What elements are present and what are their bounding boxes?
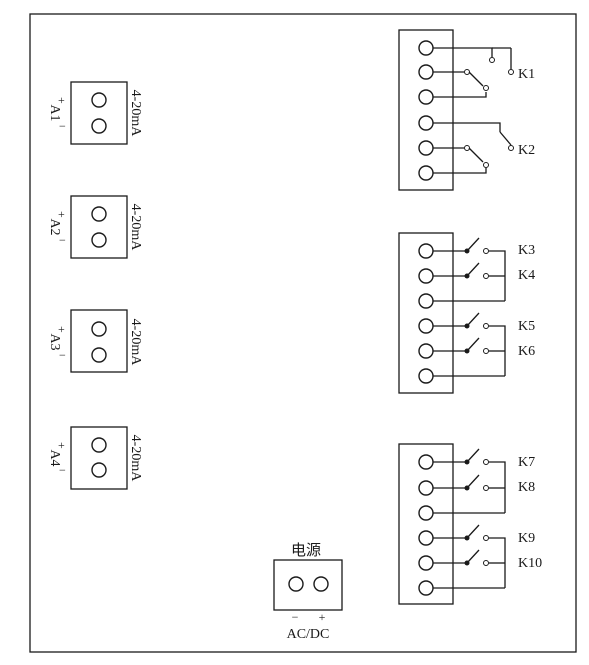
terminal-block <box>398 232 454 394</box>
relay-contact-k5 <box>433 312 506 376</box>
relay-contact-k10 <box>433 549 505 566</box>
relay-contact-k2 <box>433 122 514 174</box>
terminal-hole <box>418 89 434 105</box>
terminal-hole <box>418 505 434 521</box>
terminal-hole <box>91 232 107 248</box>
terminal-hole <box>418 293 434 309</box>
terminal-hole <box>418 530 434 546</box>
terminal-hole <box>418 140 434 156</box>
relay-contact-k4 <box>433 262 505 279</box>
range-label: 4-20mA <box>128 90 143 138</box>
analog-input-a1: + − A1 4-20mA <box>47 81 143 145</box>
relay-terminal-block-1: K1 K2 <box>398 29 535 191</box>
relay-label-k4: K4 <box>518 268 535 283</box>
relay-label-k1: K1 <box>518 67 535 82</box>
relay-label-k7: K7 <box>518 455 535 470</box>
relay-label-k6: K6 <box>518 344 535 359</box>
channel-label: A2 <box>47 218 62 235</box>
terminal-hole <box>91 206 107 222</box>
power-type-label: AC/DC <box>287 627 330 642</box>
power-title: 电源 <box>291 541 321 559</box>
range-label: 4-20mA <box>128 204 143 252</box>
power-terminal: 电源 − + AC/DC <box>273 541 343 642</box>
relay-contact-k7 <box>433 448 506 513</box>
relay-terminal-block-2: K3 K4 K5 K6 <box>398 232 535 394</box>
plus-sign: + <box>58 93 65 107</box>
terminal-hole <box>91 321 107 337</box>
channel-label: A1 <box>47 104 62 121</box>
terminal-hole <box>91 118 107 134</box>
terminal-hole <box>418 343 434 359</box>
analog-input-a2: + − A2 4-20mA <box>47 195 143 259</box>
terminal-hole <box>418 555 434 571</box>
terminal-hole <box>91 437 107 453</box>
relay-label-k10: K10 <box>518 556 542 571</box>
terminal-hole <box>418 368 434 384</box>
terminal-block <box>70 195 128 259</box>
range-label: 4-20mA <box>128 319 143 367</box>
relay-label-k8: K8 <box>518 480 535 495</box>
outer-frame <box>29 13 577 653</box>
terminal-hole <box>288 576 304 592</box>
relay-contact-k6 <box>433 337 505 354</box>
terminal-hole <box>418 268 434 284</box>
plus-sign: + <box>58 438 65 452</box>
minus-sign: − <box>59 119 66 133</box>
relay-label-k9: K9 <box>518 531 535 546</box>
terminal-hole <box>418 115 434 131</box>
range-label: 4-20mA <box>128 435 143 483</box>
terminal-block <box>273 559 343 611</box>
terminal-hole <box>91 92 107 108</box>
minus-sign: − <box>59 233 66 247</box>
relay-label-k2: K2 <box>518 143 535 158</box>
terminal-hole <box>418 318 434 334</box>
terminal-hole <box>91 347 107 363</box>
channel-label: A3 <box>47 333 62 350</box>
terminal-hole <box>418 165 434 181</box>
relay-label-k3: K3 <box>518 243 535 258</box>
terminal-hole <box>418 454 434 470</box>
relay-label-k5: K5 <box>518 319 535 334</box>
relay-contact-k8 <box>433 474 505 491</box>
plus-sign: + <box>319 610 326 624</box>
relay-terminal-block-3: K7 K8 K9 K10 <box>398 443 542 605</box>
terminal-hole <box>313 576 329 592</box>
relay-contact-k1 <box>433 47 514 98</box>
terminal-block <box>398 29 454 191</box>
terminal-hole <box>418 480 434 496</box>
terminal-block <box>398 443 454 605</box>
terminal-hole <box>418 40 434 56</box>
terminal-hole <box>418 580 434 596</box>
terminal-block <box>70 309 128 373</box>
plus-sign: + <box>58 322 65 336</box>
terminal-hole <box>418 64 434 80</box>
terminal-block <box>70 426 128 490</box>
channel-label: A4 <box>47 449 62 466</box>
relay-contact-k3 <box>433 237 506 301</box>
analog-input-a4: + − A4 4-20mA <box>47 426 143 490</box>
analog-input-a3: + − A3 4-20mA <box>47 309 143 373</box>
plus-sign: + <box>58 207 65 221</box>
terminal-hole <box>418 243 434 259</box>
terminal-block <box>70 81 128 145</box>
minus-sign: − <box>59 463 66 477</box>
relay-contact-k9 <box>433 524 506 588</box>
minus-sign: − <box>292 610 299 624</box>
minus-sign: − <box>59 348 66 362</box>
terminal-hole <box>91 462 107 478</box>
